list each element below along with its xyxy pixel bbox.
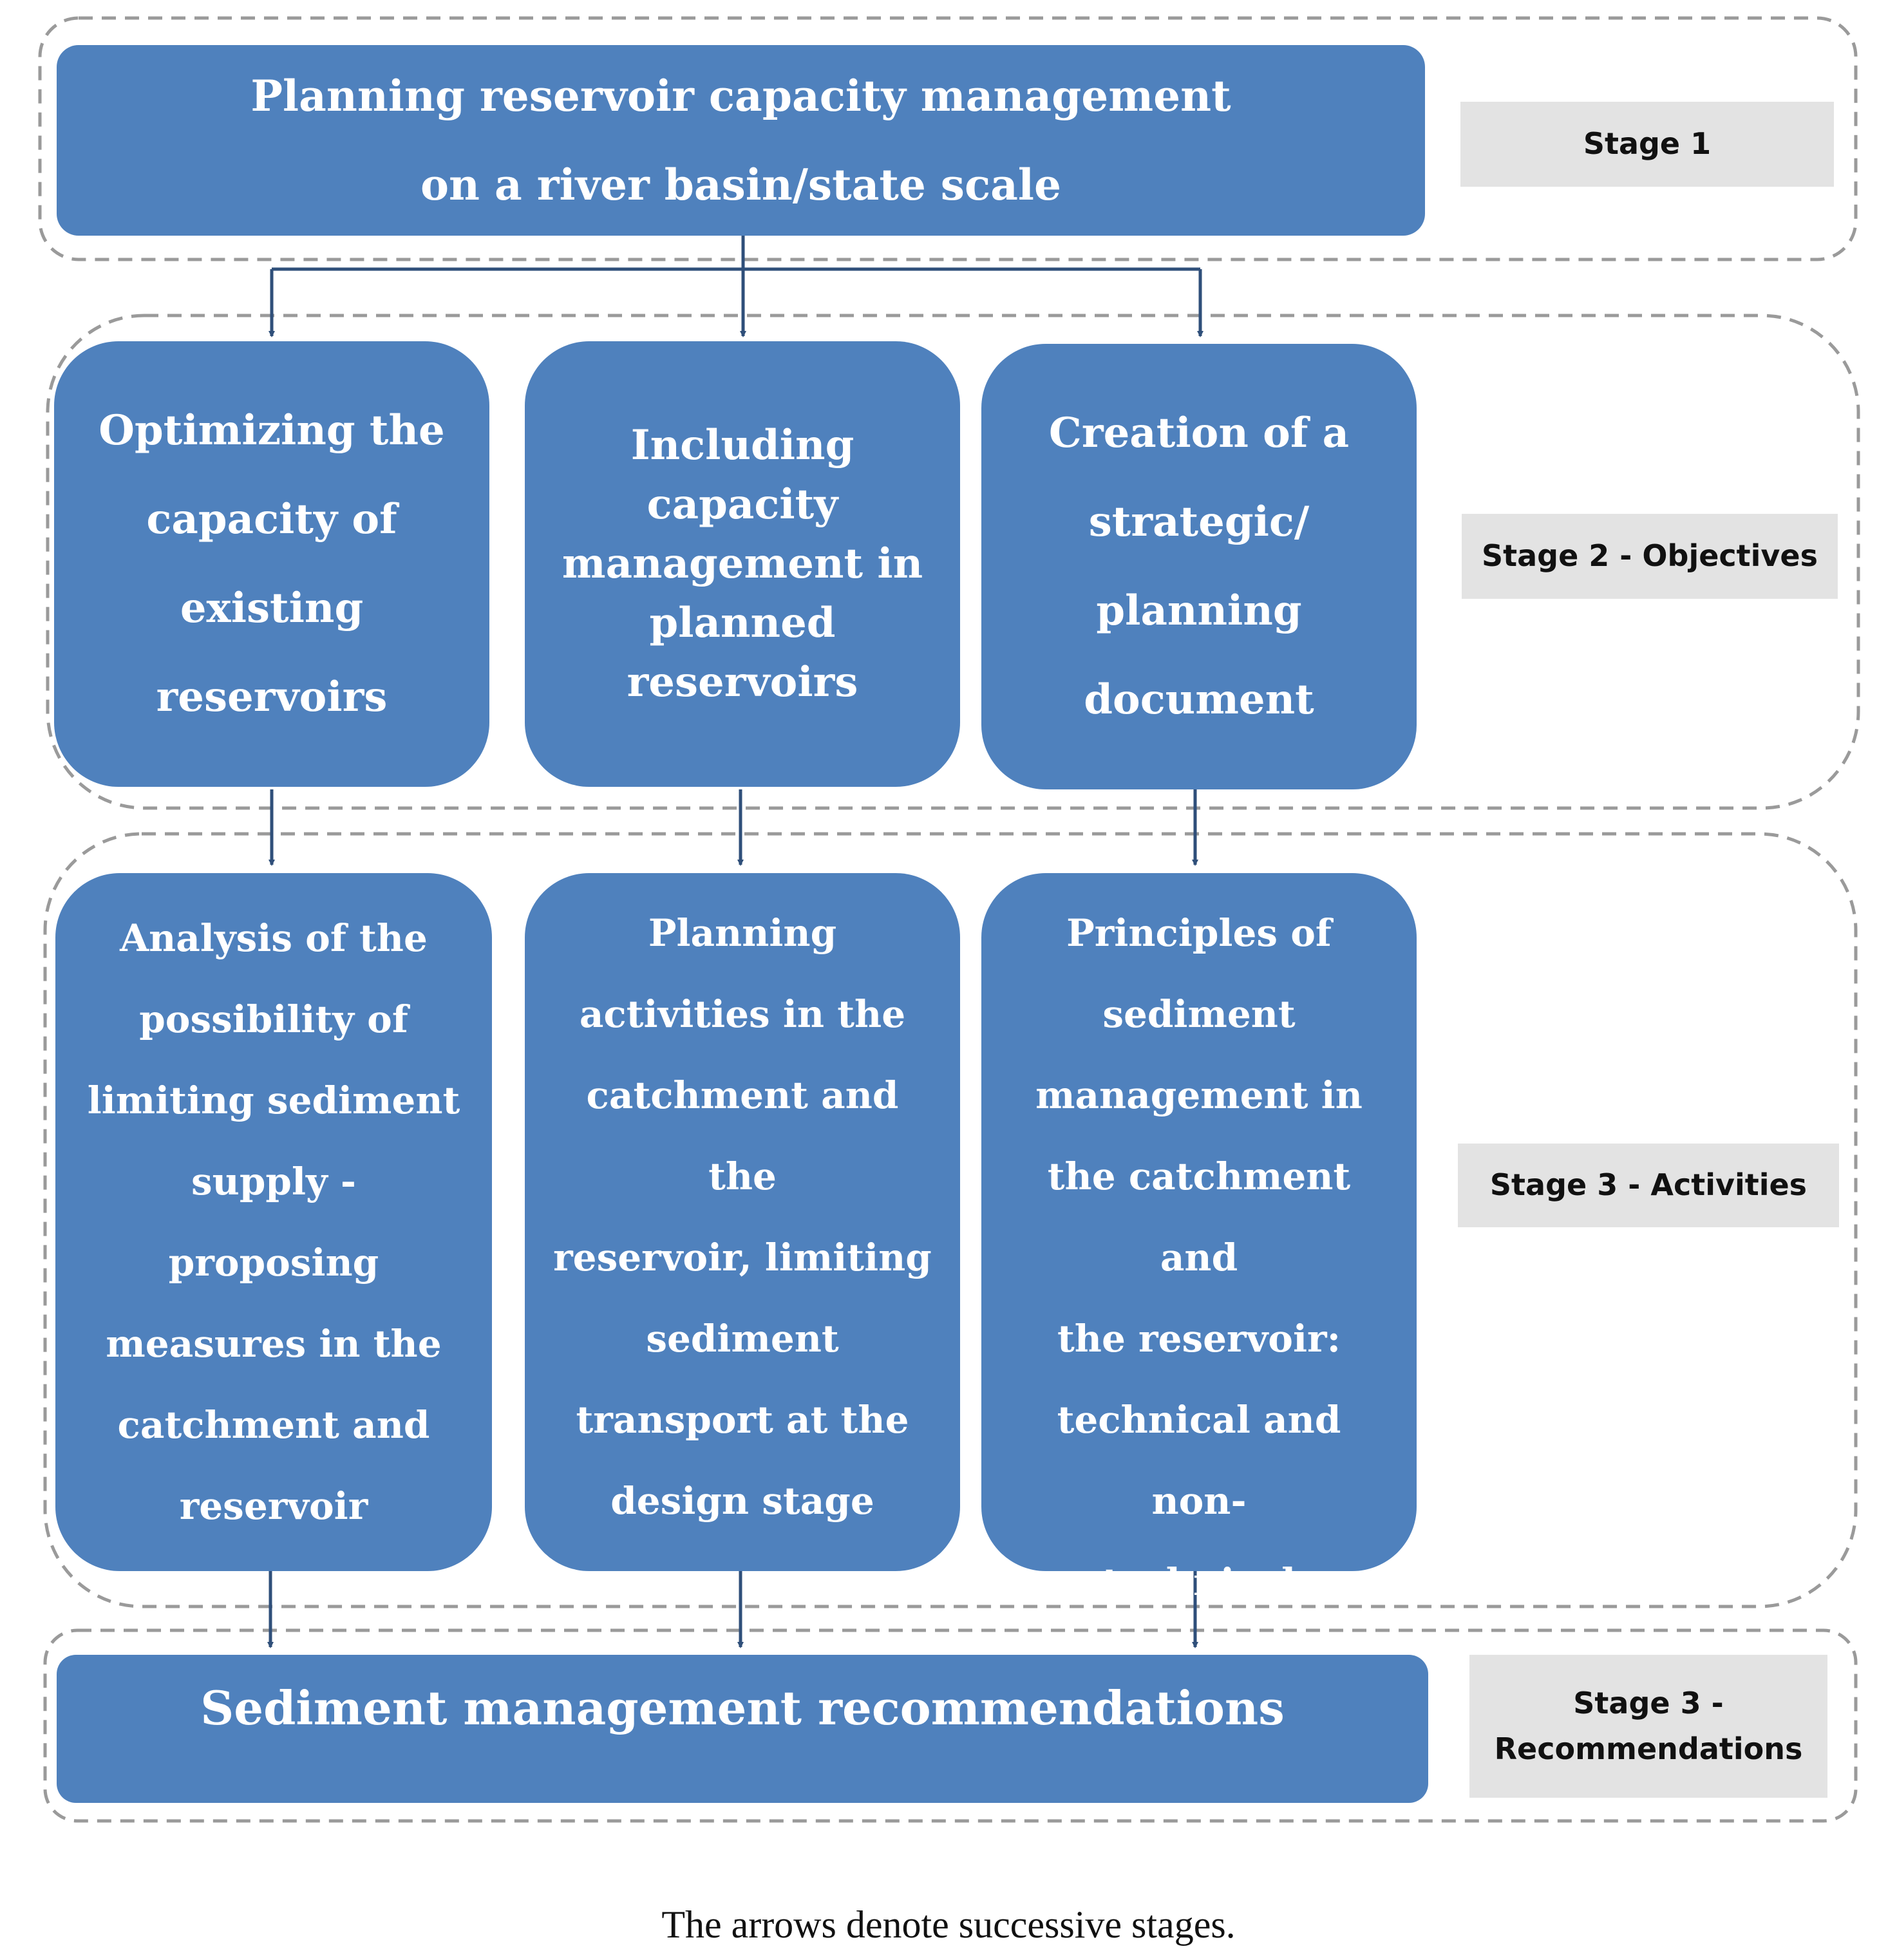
stage4-label: Stage 3 - Recommendations: [1469, 1655, 1827, 1798]
stage1-frame: [38, 16, 1858, 261]
objective-1-line: reservoirs: [156, 673, 388, 721]
activity-1-line: possibility of: [139, 997, 408, 1041]
objective-3-line: strategic/: [1088, 498, 1310, 546]
stage2-label: Stage 2 - Objectives: [1462, 514, 1838, 599]
activity-1-line: proposing: [168, 1241, 379, 1285]
activity-3-line: the reservoir:: [1057, 1317, 1341, 1361]
activity-box-2: Planning activities in the catchment and…: [525, 873, 960, 1571]
recommendations-title: Sediment management recommendations: [200, 1681, 1285, 1735]
activity-2-line: Planning: [648, 911, 837, 955]
activity-box-1: Analysis of the possibility of limiting …: [55, 873, 492, 1571]
stage2-connectors: [269, 789, 1198, 866]
objective-2-line: planned: [649, 599, 836, 647]
activity-2-line: activities in the: [579, 992, 906, 1036]
objective-2-line: capacity: [646, 480, 838, 529]
stage3-connectors: [267, 1571, 1198, 1648]
stage2-frame: [46, 314, 1860, 810]
objective-1-line: Optimizing the: [99, 406, 445, 455]
recommendations-box: Sediment management recommendations: [57, 1655, 1428, 1803]
objective-3-line: document: [1084, 675, 1314, 724]
activity-1-line: supply -: [191, 1160, 356, 1203]
figure-caption: The arrows denote successive stages.: [661, 1903, 1236, 1946]
objective-1-line: existing: [180, 584, 364, 632]
stage1-title-line1: Planning reservoir capacity management: [250, 71, 1231, 121]
objective-3-line: planning: [1096, 587, 1302, 635]
activity-2-line: reservoir, limiting: [553, 1236, 932, 1279]
stage4-label-line1: Stage 3 -: [1573, 1685, 1724, 1720]
stage1-title-line2: on a river basin/state scale: [420, 160, 1061, 210]
activity-box-3: Principles of sediment management in the…: [981, 873, 1417, 1604]
objective-box-3: Creation of a strategic/ planning docume…: [981, 344, 1417, 789]
stage3-label: Stage 3 - Activities: [1458, 1144, 1839, 1227]
activity-1-line: Analysis of the: [120, 916, 428, 960]
activity-3-line: the catchment and: [1047, 1154, 1351, 1279]
activity-3-line: Principles of: [1066, 911, 1332, 955]
activity-3-line: technical: [1102, 1560, 1296, 1604]
objective-1-line: capacity of: [146, 495, 397, 543]
stage4-label-line2: Recommendations: [1494, 1731, 1803, 1766]
activity-2-line: design stage: [610, 1479, 874, 1523]
activity-3-line: sediment: [1102, 992, 1296, 1036]
activity-3-line: management in: [1035, 1073, 1363, 1117]
activity-2-line: sediment: [646, 1317, 839, 1361]
stage1-connectors: [269, 235, 1203, 337]
stage4-frame: [43, 1628, 1858, 1823]
activity-1-line: catchment and: [117, 1403, 430, 1447]
activity-1-line: limiting sediment: [87, 1079, 460, 1122]
activity-2-line: catchment and the: [586, 1073, 899, 1198]
objective-2-line: management in: [562, 540, 923, 588]
objective-box-1: Optimizing the capacity of existing rese…: [54, 341, 489, 787]
activity-2-line: transport at the: [576, 1398, 909, 1442]
stage1-label: Stage 1: [1460, 102, 1834, 187]
stage1-box: Planning reservoir capacity management o…: [57, 45, 1425, 236]
activity-1-line: measures in the: [106, 1322, 442, 1366]
objective-3-line: Creation of a: [1048, 409, 1350, 457]
objective-2-line: Including: [630, 421, 854, 469]
objective-2-line: reservoirs: [627, 658, 858, 706]
activity-1-line: reservoir: [179, 1484, 368, 1528]
objective-box-2: Including capacity management in planned…: [525, 341, 960, 787]
activity-3-line: technical and non-: [1057, 1398, 1341, 1523]
